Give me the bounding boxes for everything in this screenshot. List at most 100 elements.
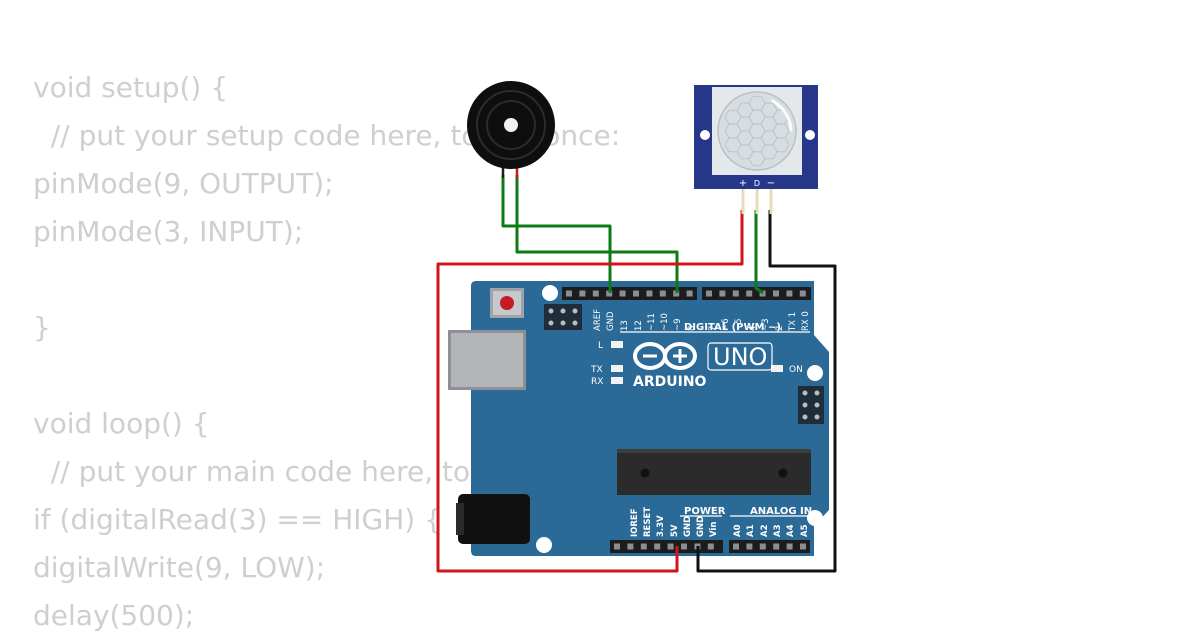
microcontroller-chip [617, 449, 811, 495]
pin-hole[interactable] [633, 290, 639, 297]
pin-hole[interactable] [773, 290, 779, 297]
model-text: UNO [713, 343, 767, 371]
pin-hole[interactable] [654, 543, 661, 550]
pin-hole[interactable] [606, 290, 613, 297]
pin-hole[interactable] [592, 290, 599, 297]
pin-label: 3.3V [656, 515, 666, 537]
led-on: ON [771, 365, 803, 375]
pin-label: A5 [800, 524, 810, 537]
wiring [436, 175, 837, 573]
pin-label: 8 [687, 326, 697, 331]
icsp-header [544, 304, 582, 330]
pin-hole[interactable] [707, 543, 714, 550]
digital-header-left [562, 287, 697, 300]
pin-hole[interactable] [719, 290, 726, 297]
fresnel-lens-cells [724, 95, 790, 167]
code-line: digitalWrite(9, LOW); [33, 551, 326, 584]
led-rx: RX [591, 377, 623, 387]
pin-label: RX 0 [801, 311, 811, 331]
pin-hole[interactable] [786, 290, 793, 297]
mounting-hole [542, 285, 558, 301]
power-analog-pin-holes [614, 543, 806, 550]
usb-port [448, 330, 526, 390]
brand-text: ARDUINO [633, 374, 707, 390]
fresnel-lens-icon [717, 91, 797, 171]
pin-label: ~9 [673, 318, 683, 331]
pin-label: ~10 [660, 313, 670, 331]
svg-text:TX: TX [590, 365, 603, 375]
pin-label: GND [606, 311, 616, 331]
pin-hole[interactable] [746, 543, 753, 550]
led-tx: TX [590, 365, 623, 375]
pin-hole[interactable] [673, 290, 680, 297]
pir-motion-sensor[interactable]: + D − [694, 85, 818, 214]
power-jack [456, 494, 530, 544]
pin-hole[interactable] [566, 290, 572, 297]
wire-pir-gnd[interactable] [696, 210, 837, 573]
reset-button[interactable] [490, 288, 524, 318]
analog-header [729, 540, 810, 553]
wire-buzzer-gnd[interactable] [501, 175, 612, 293]
mounting-hole [805, 130, 815, 140]
code-line: } [33, 311, 51, 344]
pin-label: 13 [620, 320, 630, 331]
pin-label: TX 1 [788, 312, 798, 332]
mounting-hole [536, 537, 552, 553]
pin-hole[interactable] [579, 290, 586, 297]
code-line: void loop() { [33, 407, 210, 440]
icsp-header [798, 386, 824, 424]
power-header [610, 540, 723, 553]
pin-label: A0 [733, 524, 743, 537]
pin-hole[interactable] [646, 290, 653, 297]
pin-label: ~11 [647, 313, 657, 331]
pin-label: 7 [708, 326, 718, 331]
pin-hole[interactable] [627, 543, 634, 550]
lens-cell [772, 137, 790, 153]
code-line: pinMode(3, INPUT); [33, 215, 304, 248]
pin-hole[interactable] [640, 543, 647, 550]
led-l: L [598, 341, 623, 351]
pin-hole[interactable] [732, 290, 739, 297]
model-badge [707, 342, 773, 371]
arduino-logo-icon [633, 342, 697, 370]
code-line: void setup() { [33, 71, 229, 104]
pin-label: 5V [670, 524, 680, 537]
pin-label: A1 [746, 524, 756, 537]
pin-label: ~3 [761, 318, 771, 331]
pin-hole[interactable] [733, 543, 739, 550]
pin-hole[interactable] [759, 543, 766, 550]
pin-hole[interactable] [686, 290, 693, 297]
pin-label: 2 [775, 326, 785, 331]
pin-hole[interactable] [681, 543, 687, 550]
pin-hole[interactable] [659, 290, 666, 297]
digital-pwm-label: DIGITAL (PWM ~) [684, 322, 781, 333]
pin-label: A2 [760, 524, 770, 537]
mounting-hole [807, 510, 823, 526]
pin-hole[interactable] [799, 290, 806, 297]
pin-label: ~5 [734, 318, 744, 331]
pin-hole[interactable] [706, 290, 712, 297]
code-line: pinMode(9, OUTPUT); [33, 167, 334, 200]
mounting-hole [807, 365, 823, 381]
digital-pin-holes [566, 290, 806, 297]
pin-hole[interactable] [614, 543, 620, 550]
pin-label: RESET [643, 507, 653, 537]
pin-hole[interactable] [800, 543, 806, 550]
wire-pir-vcc-5v[interactable] [436, 210, 744, 573]
piezo-buzzer[interactable] [467, 81, 555, 178]
pir-pin-label-vcc: + [739, 178, 747, 189]
wire-buzzer-pin9[interactable] [515, 175, 679, 293]
pin-label: Vin [709, 522, 719, 537]
svg-text:RX: RX [591, 377, 603, 387]
pin-hole[interactable] [786, 543, 793, 550]
pin-hole[interactable] [619, 290, 626, 297]
pin-hole[interactable] [773, 543, 780, 550]
pin-hole[interactable] [746, 290, 753, 297]
pin-hole[interactable] [667, 543, 674, 550]
code-line: delay(500); [33, 599, 195, 632]
wire-pir-signal-pin3[interactable] [754, 210, 764, 295]
pir-pin-label-gnd: − [767, 178, 775, 189]
pin-label: ~6 [721, 318, 731, 331]
